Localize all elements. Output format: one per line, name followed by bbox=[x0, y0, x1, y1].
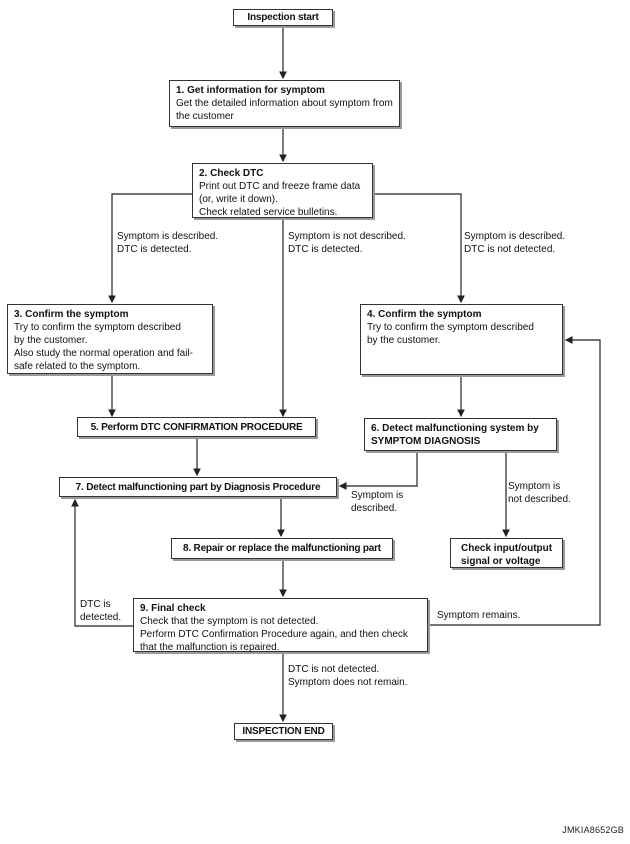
node-title: 5. Perform DTC CONFIRMATION PROCEDURE bbox=[90, 421, 303, 433]
node-body-line: Also study the normal operation and fail… bbox=[14, 348, 193, 359]
node-body-line: that the malfunction is repaired. bbox=[140, 642, 280, 653]
node-step9-final-check: 9. Final check Check that the symptom is… bbox=[133, 598, 428, 653]
node-body-line: Check related service bulletins. bbox=[199, 207, 338, 218]
node-title: 6. Detect malfunctioning system by bbox=[371, 423, 539, 434]
edge-step2-to-step4 bbox=[373, 193, 465, 304]
node-body-line: by the customer. bbox=[367, 335, 441, 346]
edge-step9-to-step4-loop bbox=[428, 336, 601, 626]
node-body-line: Get the detailed information about sympt… bbox=[176, 98, 393, 109]
node-title: Check input/output bbox=[461, 543, 553, 554]
node-check-io-signal: Check input/output signal or voltage bbox=[450, 538, 563, 568]
edge-step2-to-step3 bbox=[108, 193, 192, 304]
node-title: 2. Check DTC bbox=[199, 168, 264, 179]
node-title: 1. Get information for symptom bbox=[176, 85, 325, 96]
node-step1-get-information: 1. Get information for symptom Get the d… bbox=[169, 80, 400, 127]
edge-step9-to-step7-loop bbox=[71, 498, 133, 627]
node-body-line: Try to confirm the symptom described bbox=[14, 322, 181, 333]
node-body-line: by the customer. bbox=[14, 335, 88, 346]
node-label: INSPECTION END bbox=[242, 726, 325, 737]
edge-label-right-branch: Symptom is described. DTC is not detecte… bbox=[464, 231, 566, 255]
node-body-line: Print out DTC and freeze frame data bbox=[199, 181, 361, 192]
edge-label-left-branch: Symptom is described. DTC is detected. bbox=[117, 231, 219, 255]
node-body-line: safe related to the symptom. bbox=[14, 361, 141, 372]
node-title: 9. Final check bbox=[140, 603, 206, 614]
edge-label-dtc-detected: DTC is detected. bbox=[80, 599, 122, 623]
node-step4-confirm-symptom: 4. Confirm the symptom Try to confirm th… bbox=[360, 304, 563, 375]
node-step6-symptom-diagnosis: 6. Detect malfunctioning system by SYMPT… bbox=[364, 418, 557, 451]
edge-label-mid-branch: Symptom is not described. DTC is detecte… bbox=[288, 231, 406, 255]
node-title: 8. Repair or replace the malfunctioning … bbox=[183, 543, 381, 554]
node-body-line: (or, write it down). bbox=[199, 194, 278, 205]
node-inspection-end: INSPECTION END bbox=[234, 723, 333, 740]
node-title: 3. Confirm the symptom bbox=[14, 309, 129, 320]
figure-code-watermark: JMKIA8652GB bbox=[562, 825, 624, 835]
node-step3-confirm-symptom: 3. Confirm the symptom Try to confirm th… bbox=[7, 304, 213, 374]
edge-label-symptom-described: Symptom is described. bbox=[351, 490, 404, 514]
node-title-line2: SYMPTOM DIAGNOSIS bbox=[371, 436, 481, 447]
edge-label-to-end: DTC is not detected. Symptom does not re… bbox=[288, 664, 408, 688]
edge-step6-to-step7 bbox=[338, 451, 418, 490]
node-title: 7. Detect malfunctioning part by Diagnos… bbox=[75, 481, 321, 493]
node-step5-dtc-confirmation: 5. Perform DTC CONFIRMATION PROCEDURE bbox=[77, 417, 316, 437]
node-step8-repair-replace: 8. Repair or replace the malfunctioning … bbox=[171, 538, 393, 559]
node-title-line2: signal or voltage bbox=[461, 556, 541, 567]
node-step2-check-dtc: 2. Check DTC Print out DTC and freeze fr… bbox=[192, 163, 373, 218]
node-body-line: Try to confirm the symptom described bbox=[367, 322, 534, 333]
edge-label-symptom-remains: Symptom remains. bbox=[437, 610, 521, 621]
node-body-line: Check that the symptom is not detected. bbox=[140, 616, 319, 627]
node-step7-detect-part: 7. Detect malfunctioning part by Diagnos… bbox=[59, 477, 337, 497]
edge-label-symptom-not-described: Symptom is not described. bbox=[508, 481, 571, 505]
node-body-line: Perform DTC Confirmation Procedure again… bbox=[140, 629, 408, 640]
node-body-line: the customer bbox=[176, 111, 234, 122]
node-label: Inspection start bbox=[247, 12, 319, 23]
node-inspection-start: Inspection start bbox=[233, 9, 333, 26]
node-title: 4. Confirm the symptom bbox=[367, 309, 482, 320]
